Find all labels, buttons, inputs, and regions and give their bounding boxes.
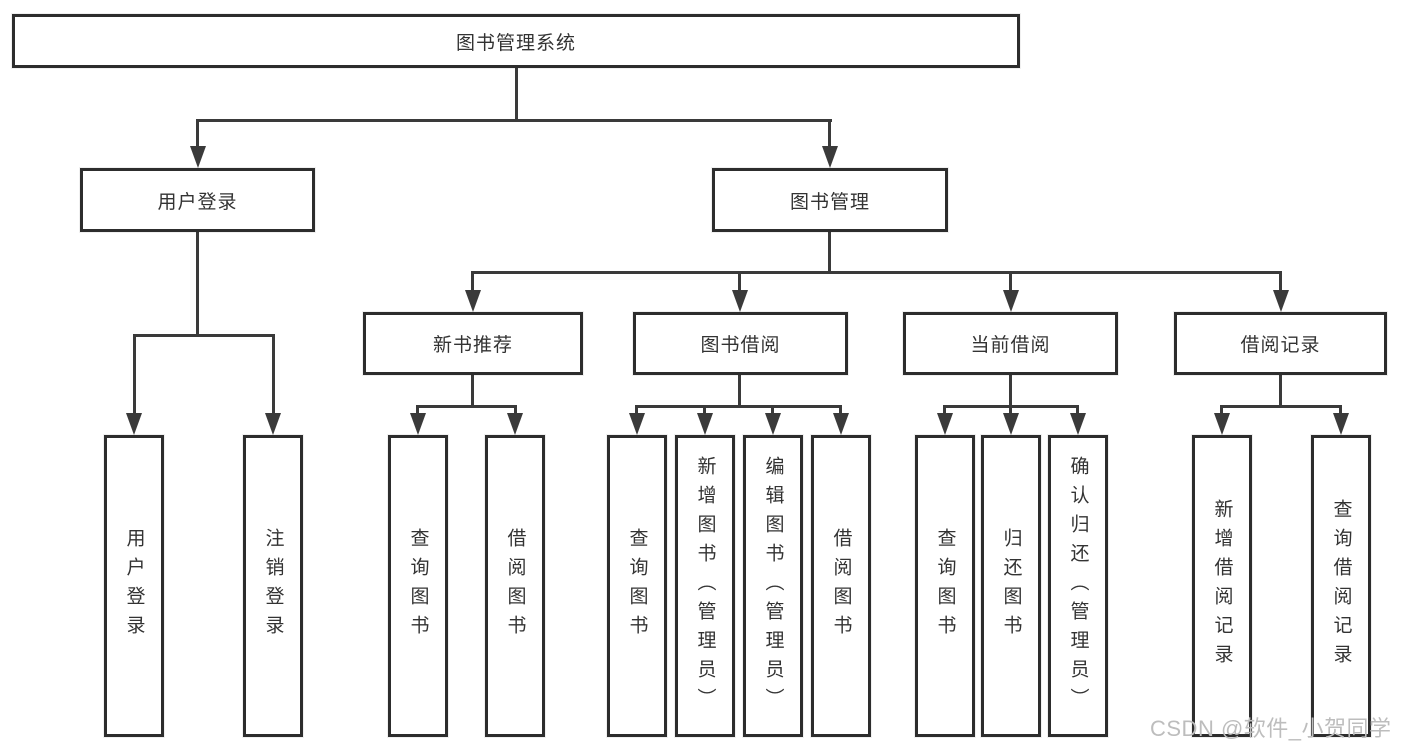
leaf-label: 查询图书: [934, 528, 956, 644]
node-borrow-records: 借阅记录: [1174, 312, 1387, 375]
connector-line: [1279, 375, 1282, 406]
connector-line: [1009, 271, 1012, 293]
arrow-down-icon: [732, 290, 748, 312]
node-current-borrow-label: 当前借阅: [970, 335, 1051, 356]
leaf-label: 查询借阅记录: [1330, 499, 1352, 673]
arrow-down-icon: [1214, 413, 1230, 435]
arrow-down-icon: [465, 290, 481, 312]
leaf-logout: 注销登录: [243, 435, 303, 737]
arrow-down-icon: [629, 413, 645, 435]
node-new-book-recommend: 新书推荐: [363, 312, 583, 375]
connector-line: [828, 119, 831, 148]
connector-line: [1009, 375, 1012, 406]
arrow-down-icon: [190, 146, 206, 168]
node-book-borrow-label: 图书借阅: [700, 335, 781, 356]
node-book-management-label: 图书管理: [789, 191, 870, 213]
arrow-down-icon: [507, 413, 523, 435]
leaf-query-borrow-record: 查询借阅记录: [1311, 435, 1371, 737]
connector-line: [196, 119, 199, 148]
node-borrow-records-label: 借阅记录: [1240, 335, 1321, 356]
connector-line: [943, 405, 946, 417]
connector-line: [839, 405, 842, 417]
connector-line: [272, 334, 275, 414]
leaf-add-borrow-record: 新增借阅记录: [1192, 435, 1252, 737]
connector-line: [471, 271, 1282, 274]
connector-line: [771, 405, 774, 417]
arrow-down-icon: [697, 413, 713, 435]
leaf-label: 注销登录: [262, 528, 284, 644]
leaf-borrow-books-2: 借阅图书: [811, 435, 871, 737]
leaf-user-login: 用户登录: [104, 435, 164, 737]
connector-line: [471, 271, 474, 293]
connector-line: [133, 334, 275, 337]
arrow-down-icon: [1070, 413, 1086, 435]
leaf-query-books-1: 查询图书: [388, 435, 448, 737]
leaf-label: 归还图书: [1000, 528, 1022, 644]
leaf-return-books: 归还图书: [981, 435, 1041, 737]
arrow-down-icon: [1003, 413, 1019, 435]
connector-line: [1339, 405, 1342, 417]
node-user-login-label: 用户登录: [157, 191, 238, 213]
leaf-label: 查询图书: [626, 528, 648, 644]
leaf-label: 新增图书（管理员）: [694, 455, 716, 717]
arrow-down-icon: [822, 146, 838, 168]
leaf-confirm-return-admin: 确认归还（管理员）: [1048, 435, 1108, 737]
arrow-down-icon: [833, 413, 849, 435]
leaf-edit-books-admin: 编辑图书（管理员）: [743, 435, 803, 737]
node-user-login: 用户登录: [80, 168, 315, 232]
connector-line: [738, 375, 741, 406]
node-new-book-recommend-label: 新书推荐: [432, 335, 513, 356]
arrow-down-icon: [765, 413, 781, 435]
leaf-label: 查询图书: [407, 528, 429, 644]
connector-line: [471, 375, 474, 406]
arrow-down-icon: [1003, 290, 1019, 312]
connector-line: [1220, 405, 1223, 417]
leaf-borrow-books-1: 借阅图书: [485, 435, 545, 737]
connector-line: [703, 405, 706, 417]
arrow-down-icon: [1273, 290, 1289, 312]
connector-line: [1009, 405, 1012, 417]
connector-line: [133, 334, 136, 414]
node-root-label: 图书管理系统: [455, 32, 576, 54]
leaf-label: 编辑图书（管理员）: [762, 455, 784, 717]
connector-line: [196, 232, 199, 335]
connector-line: [1076, 405, 1079, 417]
node-book-borrow: 图书借阅: [633, 312, 848, 375]
connector-line: [635, 405, 842, 408]
node-root: 图书管理系统: [12, 14, 1020, 68]
connector-line: [828, 232, 831, 273]
connector-line: [416, 405, 419, 417]
connector-line: [635, 405, 638, 417]
arrow-down-icon: [410, 413, 426, 435]
connector-line: [1220, 405, 1342, 408]
node-current-borrow: 当前借阅: [903, 312, 1118, 375]
leaf-label: 借阅图书: [830, 528, 852, 644]
connector-line: [416, 405, 517, 408]
leaf-label: 用户登录: [123, 528, 145, 644]
connector-line: [738, 271, 741, 293]
leaf-label: 借阅图书: [504, 528, 526, 644]
leaf-query-books-2: 查询图书: [607, 435, 667, 737]
arrow-down-icon: [1333, 413, 1349, 435]
leaf-label: 新增借阅记录: [1211, 499, 1233, 673]
connector-line: [514, 405, 517, 417]
arrow-down-icon: [937, 413, 953, 435]
leaf-query-books-3: 查询图书: [915, 435, 975, 737]
arrow-down-icon: [126, 413, 142, 435]
connector-line: [515, 68, 518, 120]
node-book-management: 图书管理: [712, 168, 948, 232]
connector-line: [196, 119, 832, 122]
leaf-add-books-admin: 新增图书（管理员）: [675, 435, 735, 737]
leaf-label: 确认归还（管理员）: [1067, 455, 1089, 717]
arrow-down-icon: [265, 413, 281, 435]
csdn-watermark: CSDN @软件_小贺同学: [1150, 716, 1392, 741]
connector-line: [1279, 271, 1282, 293]
